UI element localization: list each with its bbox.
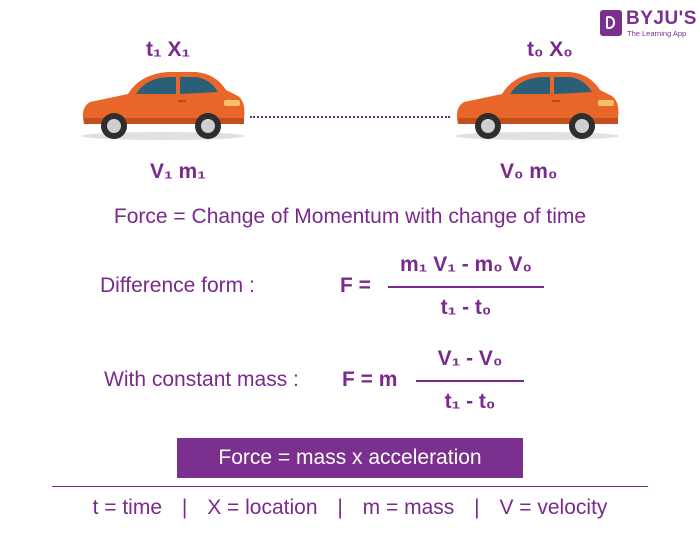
car-left-top-label: t₁ X₁ bbox=[146, 38, 191, 61]
difference-form-numerator: m₁ V₁ - m₀ V₀ bbox=[400, 253, 532, 276]
difference-form-denominator: t₁ - t₀ bbox=[440, 296, 492, 319]
constant-mass-label: With constant mass : bbox=[104, 368, 299, 391]
constant-mass-lhs: F = m bbox=[342, 368, 398, 391]
car-left-icon bbox=[81, 72, 245, 140]
difference-form-fraction-bar bbox=[388, 286, 544, 288]
logo-tagline: The Learning App bbox=[627, 29, 687, 38]
divider bbox=[52, 486, 648, 487]
byjus-logo-icon bbox=[600, 10, 622, 36]
constant-mass-denominator: t₁ - t₀ bbox=[444, 390, 496, 413]
car-right-top-label: t₀ X₀ bbox=[527, 38, 573, 61]
byjus-logo: BYJU'S The Learning App bbox=[600, 8, 696, 40]
car-left-bottom-label: V₁ m₁ bbox=[150, 160, 206, 183]
car-right-bottom-label: V₀ m₀ bbox=[500, 160, 558, 183]
legend-separator: | bbox=[337, 496, 343, 519]
legend-separator: | bbox=[474, 496, 480, 519]
constant-mass-numerator: V₁ - V₀ bbox=[437, 347, 503, 370]
logo-name: BYJU'S bbox=[626, 8, 697, 29]
legend-item-time: t = time bbox=[92, 496, 163, 519]
car-right-icon bbox=[455, 72, 619, 140]
difference-form-label: Difference form : bbox=[100, 274, 255, 297]
difference-form-lhs: F = bbox=[340, 274, 371, 297]
legend: t = time | X = location | m = mass | V =… bbox=[0, 496, 700, 520]
legend-item-mass: m = mass bbox=[362, 496, 455, 519]
force-statement: Force = Change of Momentum with change o… bbox=[113, 205, 587, 228]
legend-item-location: X = location bbox=[207, 496, 318, 519]
legend-item-velocity: V = velocity bbox=[499, 496, 608, 519]
legend-separator: | bbox=[181, 496, 188, 519]
constant-mass-fraction-bar bbox=[416, 380, 524, 382]
force-formula-banner: Force = mass x acceleration bbox=[177, 438, 523, 478]
travel-path-line bbox=[250, 116, 450, 118]
